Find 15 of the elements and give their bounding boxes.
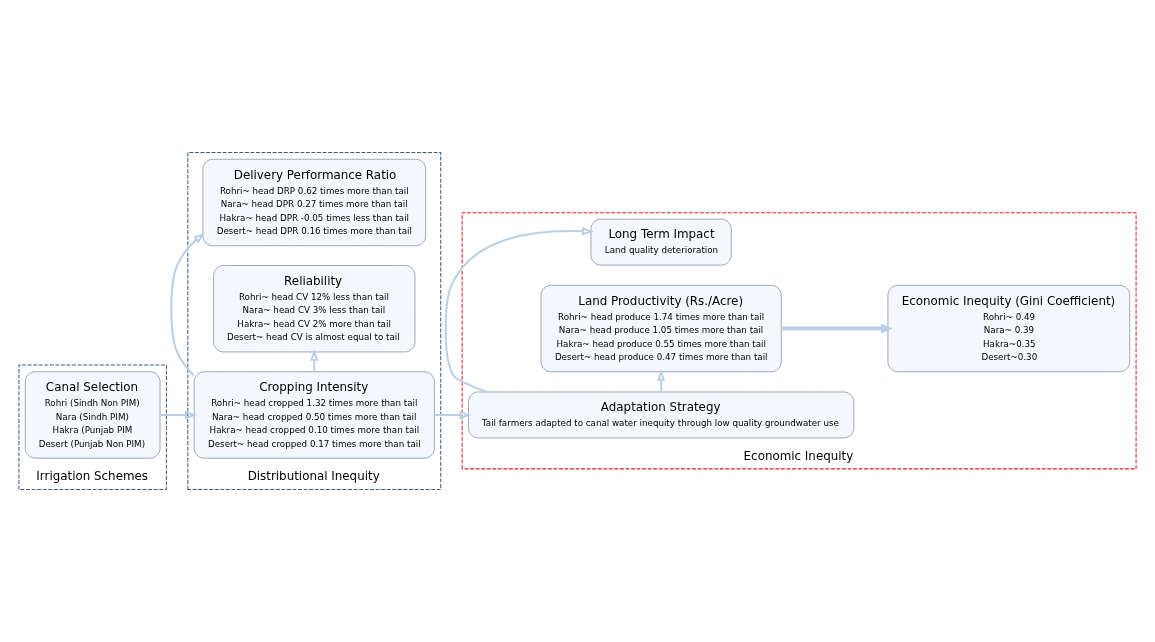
- node-box: Economic Inequity (Gini Coefficient) Rohri~ 0.49 Nara~ 0.39 Hakra~0.35 Desert~0.30: [887, 284, 1131, 373]
- arrow: [433, 410, 472, 420]
- arrow: [170, 232, 206, 377]
- arrow: [310, 348, 319, 373]
- node-box: Land Productivity (Rs./Acre) Rohri~ head produce 1.74 times more than tail Nara~ head produce 1.05 times more than tail Hakra~ head produce 0.55 times more than tail Desert~ head produce 0.47 times more than tail: [540, 284, 782, 373]
- node-box: Canal Selection Rohri (Sindh Non PIM) Nara (Sindh PIM) Hakra (Punjab PIM Desert (Punjab Non PIM): [24, 371, 161, 459]
- arrow: [159, 410, 197, 420]
- arrow: [656, 368, 666, 393]
- arrow: [444, 227, 594, 393]
- arrow: [781, 323, 893, 334]
- node-box: Reliability Rohri~ head CV 12% less than tail Nara~ head CV 3% less than tail Hakra~ head CV 2% more than tail Desert~ head CV is almost equal to tail: [213, 265, 416, 353]
- node-box: Cropping Intensity Rohri~ head cropped 1.32 times more than tail Nara~ head cropped 0.50 times more than tail Hakra~ head cropped 0.10 times more than tail Desert~ head cropped 0.17 times more than tail: [193, 371, 435, 459]
- node-box: Long Term Impact Land quality deterioration: [590, 218, 732, 266]
- node-box: Adaptation Strategy Tail farmers adapted to canal water inequity through low quality groundwater use: [468, 391, 855, 439]
- node-box: Delivery Performance Ratio Rohri~ head DRP 0.62 times more than tail Nara~ head DPR 0.27 times more than tail Hakra~ head DPR -0.05 times less than tail Desert~ head DPR 0.16 times more than tail: [202, 158, 427, 247]
